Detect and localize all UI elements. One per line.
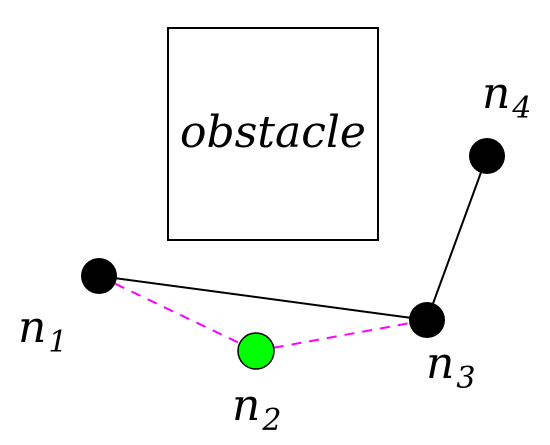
- dashed-edge-n2-n3: [255, 319, 428, 352]
- node-n3-label: n3: [426, 338, 475, 396]
- edge-n3-n4: [426, 155, 488, 321]
- node-n1-letter: n: [18, 302, 46, 353]
- node-n1-label: n1: [18, 302, 67, 360]
- node-n3-subscript: 3: [456, 361, 475, 396]
- node-n3: [409, 302, 445, 338]
- node-n2-letter: n: [232, 380, 260, 431]
- node-n4-label: n4: [482, 68, 531, 126]
- node-n2-label: n2: [232, 380, 281, 438]
- edge-n1-n3: [98, 275, 428, 321]
- node-n3-letter: n: [426, 338, 454, 389]
- node-n2-subscript: 2: [261, 403, 281, 438]
- node-n1: [81, 258, 117, 294]
- dashed-edge-n1-n2: [98, 275, 257, 352]
- node-n4: [469, 138, 505, 174]
- obstacle-label: obstacle: [180, 107, 366, 158]
- node-n4-letter: n: [482, 68, 510, 119]
- node-n4-subscript: 4: [511, 91, 531, 126]
- node-n1-subscript: 1: [48, 325, 67, 360]
- obstacle-box: [167, 27, 379, 241]
- node-n2: [237, 332, 275, 370]
